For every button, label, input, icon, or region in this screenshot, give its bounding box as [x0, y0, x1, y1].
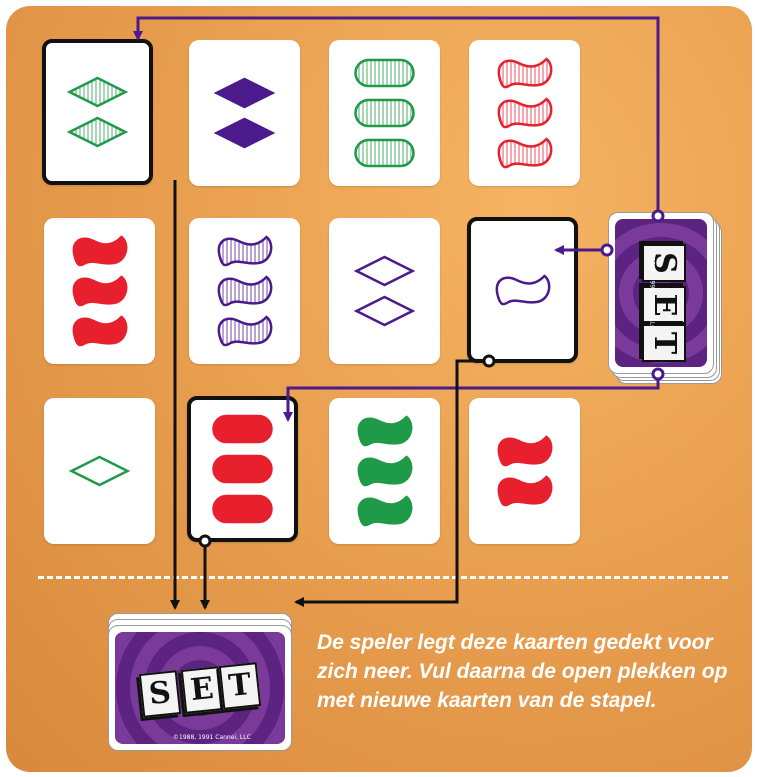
card-r2-c4[interactable]: [467, 217, 578, 363]
card-r2-c2[interactable]: [189, 218, 300, 364]
diamond-symbol: [357, 257, 413, 285]
oval-symbol: [214, 496, 272, 522]
card-symbols: [189, 218, 300, 364]
card-symbols: [329, 218, 440, 364]
diamond-symbol: [217, 79, 273, 107]
card-r3-c2[interactable]: [187, 396, 298, 542]
diamond-symbol: [70, 78, 126, 106]
pile-back-pattern: S E T ©1988, 1991 Cannei, LLC: [115, 632, 285, 744]
card-r1-c4[interactable]: [469, 40, 580, 186]
card-r1-c1[interactable]: [42, 39, 153, 185]
player-pile[interactable]: S E T ©1988, 1991 Cannei, LLC: [108, 613, 294, 751]
oval-symbol: [356, 60, 414, 86]
instruction-line-3: met nieuwe kaarten van de stapel.: [317, 686, 737, 715]
card-symbols: [471, 221, 574, 359]
diamond-symbol: [70, 118, 126, 146]
card-symbols: [329, 398, 440, 544]
squiggle-symbol: [74, 237, 126, 265]
oval-symbol: [214, 416, 272, 442]
diamond-symbol: [217, 119, 273, 147]
pile-logo-t: T: [219, 662, 261, 710]
card-symbols: [44, 218, 155, 364]
squiggle-symbol: [359, 497, 411, 525]
squiggle-symbol: [359, 457, 411, 485]
squiggle-symbol: [219, 317, 271, 345]
card-symbols: [189, 40, 300, 186]
draw-pile[interactable]: S E T ©1988, 1991 Cannei, LLC: [608, 212, 724, 388]
squiggle-symbol: [74, 277, 126, 305]
pile-logo-e: E: [181, 666, 223, 714]
squiggle-symbol: [499, 139, 551, 167]
deck-copyright: ©1988, 1991 Cannei, LLC: [648, 252, 655, 330]
diamond-symbol: [72, 457, 128, 485]
card-r3-c4[interactable]: [469, 398, 580, 544]
card-symbols: [44, 398, 155, 544]
logo-letter-t: T: [642, 324, 686, 362]
card-r1-c2[interactable]: [189, 40, 300, 186]
deck-back-pattern: S E T ©1988, 1991 Cannei, LLC: [615, 219, 707, 367]
oval-symbol: [356, 140, 414, 166]
squiggle-symbol: [499, 477, 551, 505]
squiggle-symbol: [219, 277, 271, 305]
instruction-line-2: zich neer. Vul daarna de open plekken op: [317, 657, 737, 686]
card-symbols: [469, 40, 580, 186]
squiggle-symbol: [359, 417, 411, 445]
squiggle-symbol: [499, 437, 551, 465]
card-symbols: [46, 43, 149, 181]
squiggle-symbol: [219, 237, 271, 265]
diamond-symbol: [357, 297, 413, 325]
card-r2-c3[interactable]: [329, 218, 440, 364]
squiggle-symbol: [74, 317, 126, 345]
card-r3-c1[interactable]: [44, 398, 155, 544]
instruction-line-1: De speler legt deze kaarten gedekt voor: [317, 628, 737, 657]
card-symbols: [329, 40, 440, 186]
divider-dashed-line: [38, 576, 728, 579]
squiggle-symbol: [499, 99, 551, 127]
card-r2-c1[interactable]: [44, 218, 155, 364]
squiggle-symbol: [499, 59, 551, 87]
card-r3-c3[interactable]: [329, 398, 440, 544]
pile-logo-s: S: [139, 670, 181, 718]
squiggle-symbol: [497, 276, 549, 304]
card-r1-c3[interactable]: [329, 40, 440, 186]
oval-symbol: [214, 456, 272, 482]
pile-copyright: ©1988, 1991 Cannei, LLC: [173, 734, 251, 741]
instruction-text: De speler legt deze kaarten gedekt voor …: [317, 628, 737, 715]
oval-symbol: [356, 100, 414, 126]
card-symbols: [469, 398, 580, 544]
card-symbols: [191, 400, 294, 538]
